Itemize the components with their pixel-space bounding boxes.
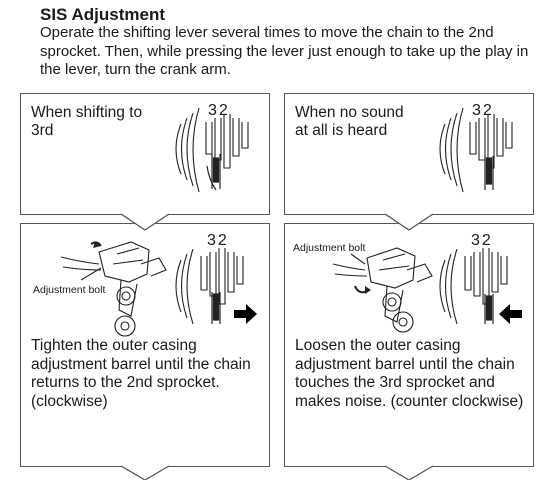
heading: SIS Adjustment [40,5,165,24]
sprocket-diagram-icon [439,107,513,193]
sprocket-numbers: 32 [472,102,494,119]
instruction-text: Tighten the outer casing adjustment barr… [31,337,251,410]
sprocket-diagram-icon [175,107,249,193]
panel-shifting-to-3rd: When shifting to 3rd 32 [20,93,270,215]
down-arrow-icon [120,465,170,480]
arrow-right-icon [234,304,257,324]
adjustment-bolt-label: Adjustment bolt [33,284,106,296]
derailleur-diagram-icon [60,241,257,337]
condition-text: When shifting to 3rd [31,104,143,139]
condition-text: When no sound at all is heard [295,104,404,139]
panel-no-sound: When no sound at all is heard 32 [284,93,534,215]
sprocket-numbers: 32 [208,102,230,119]
arrow-left-icon [499,304,522,324]
down-arrow-icon [384,465,434,480]
adjustment-bolt-label: Adjustment bolt [293,242,366,254]
derailleur-diagram-icon [332,247,522,333]
panel-loosen: 32 Adjustment bolt Loosen the outer casi… [284,223,534,467]
sprocket-numbers: 32 [471,232,493,249]
instruction-text: Loosen the outer casing adjustment barre… [295,337,524,410]
sprocket-numbers: 32 [207,232,229,249]
panel-tighten: 32 Adjustment bolt Tighten the outer cas… [20,223,270,467]
intro-text: Operate the shifting lever several times… [40,24,529,78]
